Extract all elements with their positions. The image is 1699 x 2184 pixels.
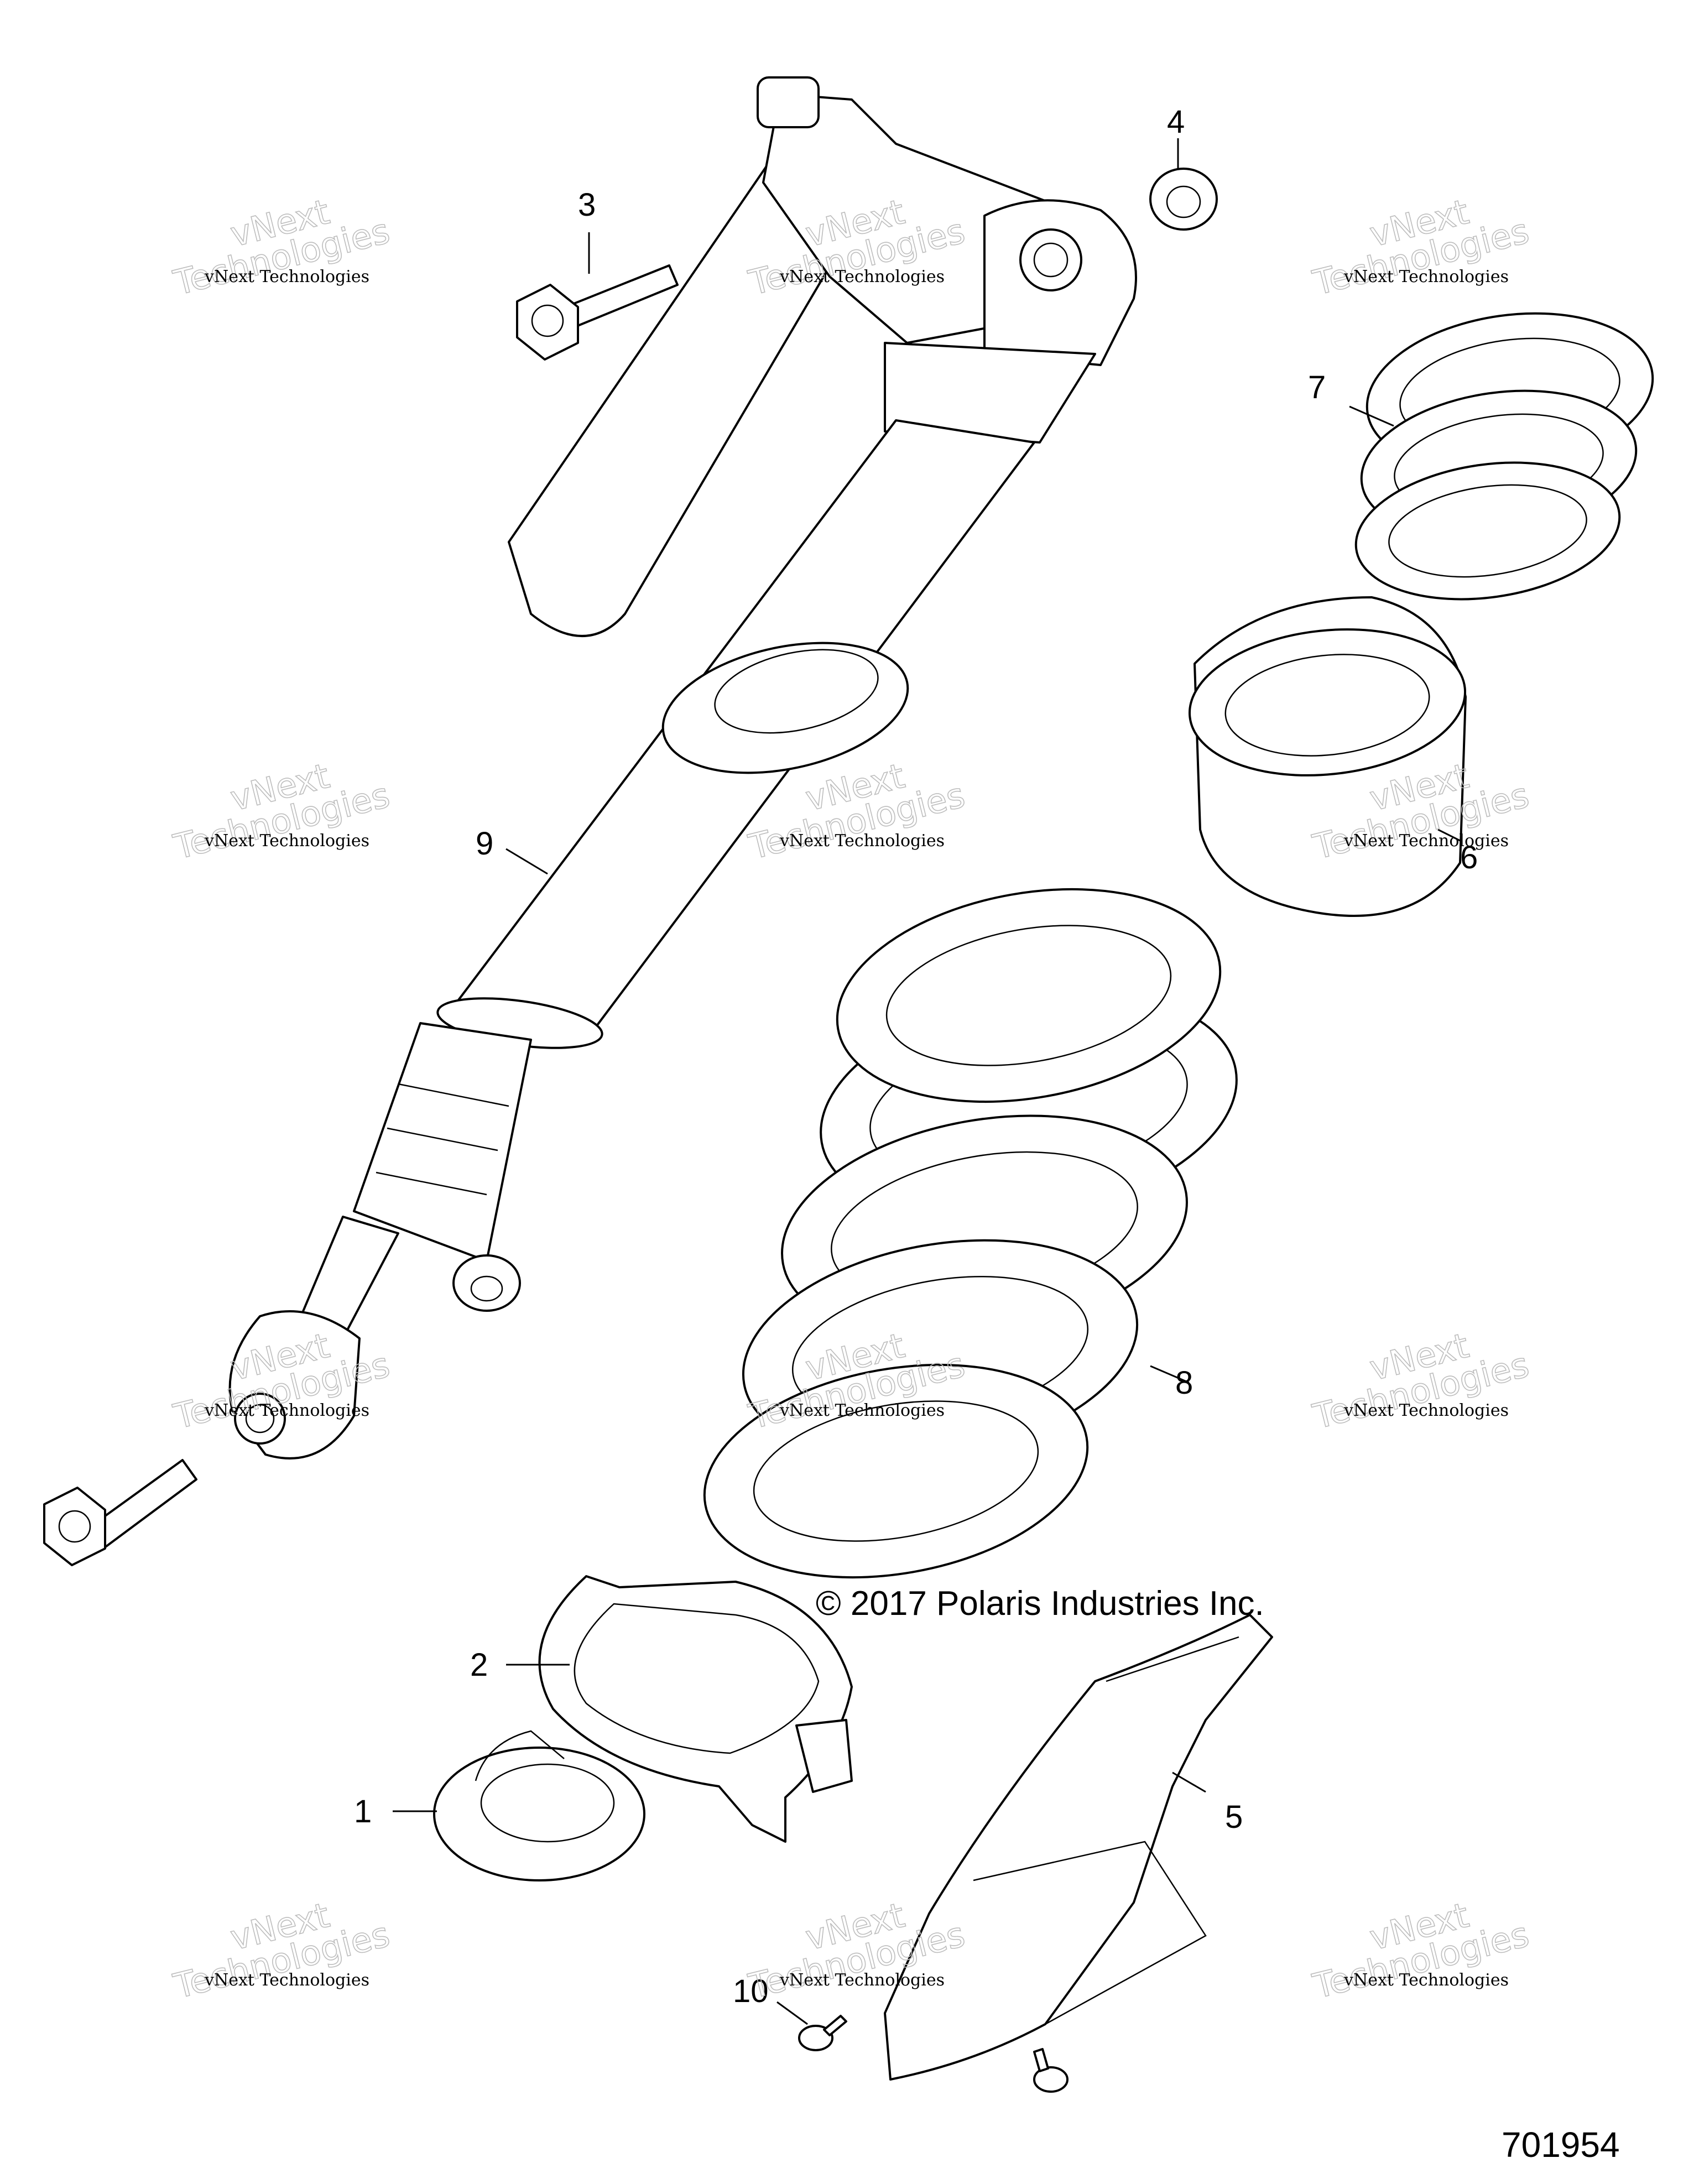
part-7-spring [1354,312,1654,601]
callout-8: 8 [1175,1365,1193,1401]
part-8-main-spring [703,888,1238,1579]
svg-text:vNext Technologies: vNext Technologies [1343,1971,1509,1990]
watermark: Technologies vNext vNext Technologies [1309,1325,1534,1437]
part-1-seat [433,1730,645,1881]
svg-text:vNext Technologies: vNext Technologies [1343,831,1509,851]
callout-7: 7 [1308,369,1326,405]
watermark: Technologies vNext vNext Technologies [1309,191,1534,304]
callout-1: 1 [354,1794,372,1829]
svg-text:vNext Technologies: vNext Technologies [779,267,945,286]
part-9-shock-absorber [228,76,1137,1460]
svg-text:vNext Technologies: vNext Technologies [204,1971,369,1990]
watermark: Technologies vNext vNext Technologies [169,191,394,304]
svg-text:vNext Technologies: vNext Technologies [204,831,369,851]
callout-2: 2 [470,1647,488,1683]
callout-3: 3 [578,187,596,223]
part-3-bolt [516,264,679,361]
svg-text:vNext Technologies: vNext Technologies [779,831,945,851]
part-4-nut [1149,168,1218,231]
figure-number: 701954 [1502,2125,1620,2165]
callout-5: 5 [1225,1799,1243,1835]
svg-text:vNext Technologies: vNext Technologies [1343,267,1509,286]
svg-text:vNext Technologies: vNext Technologies [204,1401,369,1420]
callouts: 1 2 3 4 5 6 7 8 9 10 [354,104,1478,2009]
svg-text:vNext Technologies: vNext Technologies [779,1401,945,1420]
svg-text:vNext Technologies: vNext Technologies [1343,1401,1509,1420]
lower-bolt [43,1459,197,1566]
part-6-spring-seat [1188,596,1467,917]
part-2-retainer [538,1575,853,1843]
lower-bushing [452,1254,521,1312]
callout-9: 9 [476,826,493,862]
watermark: Technologies vNext vNext Technologies [1309,1894,1534,2007]
part-10-screw [798,2015,1069,2093]
svg-text:vNext Technologies: vNext Technologies [204,267,369,286]
part-5-guard [884,1614,1273,2081]
watermark: Technologies vNext vNext Technologies [169,1894,394,2007]
watermark: Technologies vNext vNext Technologies [169,755,394,868]
callout-4: 4 [1167,104,1185,140]
callout-10: 10 [733,1973,769,2009]
svg-text:vNext Technologies: vNext Technologies [779,1971,945,1990]
copyright-notice: © 2017 Polaris Industries Inc. [816,1584,1264,1623]
callout-6: 6 [1460,840,1478,875]
leader-lines [393,138,1461,2025]
